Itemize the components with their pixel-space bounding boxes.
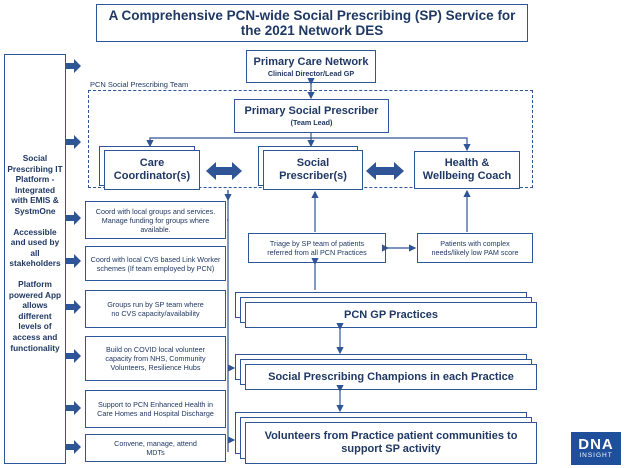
psp-to-care-coordinator [146, 133, 312, 148]
social-prescriber-box: Social Prescriber(s) [263, 150, 363, 190]
logo-line-1: DNA [578, 436, 614, 453]
activity-box-3: Groups run by SP team where no CVS capac… [85, 290, 226, 328]
diagram-title: A Comprehensive PCN-wide Social Prescrib… [96, 4, 528, 42]
activity-box-2: Coord with local CVS based Link Worker s… [85, 246, 226, 281]
dna-insight-logo: DNA INSIGHT [571, 432, 621, 465]
care-coordinator-box: Care Coordinator(s) [104, 150, 200, 190]
activity-box-5: Support to PCN Enhanced Health in Care H… [85, 390, 226, 428]
gp-practices-box: PCN GP Practices [245, 302, 537, 328]
role-double-arrows [206, 162, 404, 180]
pcn-box: Primary Care Network Clinical Director/L… [246, 50, 376, 83]
activity-text-5: Support to PCN Enhanced Health in Care H… [97, 400, 214, 418]
logo-line-2: INSIGHT [579, 452, 613, 459]
activity-text-1: Coord with local groups and services. Ma… [95, 206, 216, 234]
diagram-title-text: A Comprehensive PCN-wide Social Prescrib… [108, 8, 516, 38]
champions-label: Social Prescribing Champions in each Pra… [268, 370, 514, 383]
sp-team-label: PCN Social Prescribing Team [90, 80, 189, 89]
gp-practices-label: PCN GP Practices [344, 308, 438, 321]
complex-needs-box: Patients with complex needs/likely low P… [417, 233, 533, 263]
volunteers-box: Volunteers from Practice patient communi… [245, 422, 537, 464]
pcn-title: Primary Care Network [253, 55, 369, 68]
social-prescriber-label: Social Prescriber(s) [279, 157, 347, 182]
triage-text: Triage by SP team of patients referred f… [267, 239, 367, 257]
volunteers-label: Volunteers from Practice patient communi… [264, 430, 518, 455]
activity-text-3: Groups run by SP team where no CVS capac… [107, 300, 204, 318]
activity-text-2: Coord with local CVS based Link Worker s… [90, 254, 221, 273]
activity-box-1: Coord with local groups and services. Ma… [85, 201, 226, 239]
activity-box-6: Convene, manage, attend MDTs [85, 434, 226, 462]
activity-text-6: Convene, manage, attend MDTs [114, 439, 197, 457]
it-platform-sidebar: Social Prescribing IT Platform - Integra… [4, 54, 66, 464]
psp-title: Primary Social Prescriber [244, 105, 379, 117]
activity-box-4: Build on COVID local volunteer capacity … [85, 336, 226, 381]
psp-subtitle: (Team Lead) [290, 118, 333, 127]
primary-social-prescriber-box: Primary Social Prescriber (Team Lead) [234, 99, 389, 133]
pcn-subtitle: Clinical Director/Lead GP [267, 68, 355, 78]
activity-text-4: Build on COVID local volunteer capacity … [105, 345, 206, 372]
health-coach-box: Health & Wellbeing Coach [414, 151, 520, 189]
care-coordinator-label: Care Coordinator(s) [113, 157, 191, 182]
sidebar-block-arrows [66, 59, 81, 454]
complex-needs-text: Patients with complex needs/likely low P… [431, 239, 519, 257]
sidebar-para-1: Social Prescribing IT Platform - Integra… [7, 153, 63, 216]
health-coach-label: Health & Wellbeing Coach [422, 157, 512, 182]
psp-to-health-coach [311, 137, 471, 152]
sidebar-para-2: Accessible and used by all stakeholders [9, 226, 61, 269]
sidebar-para-3: Platform powered App allows different le… [8, 278, 62, 353]
champions-box: Social Prescribing Champions in each Pra… [245, 364, 537, 390]
